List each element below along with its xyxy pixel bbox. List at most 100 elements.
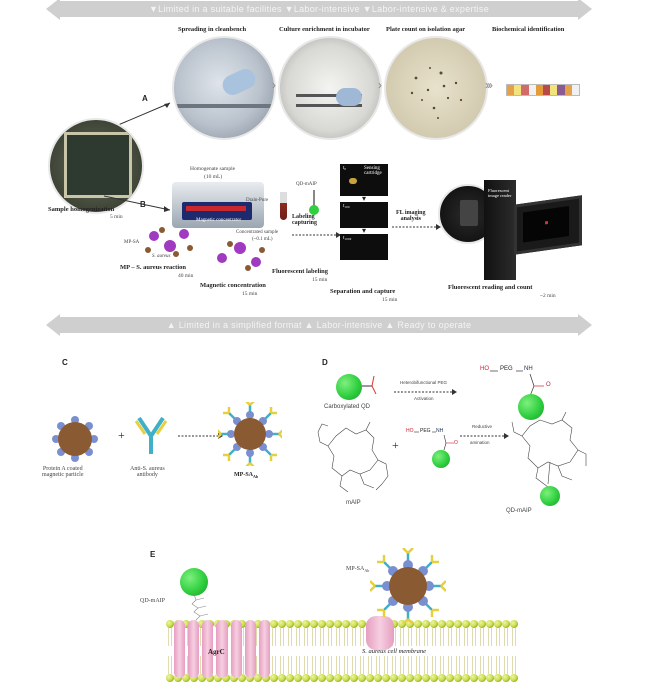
panel-e-peptide (191, 594, 209, 621)
qd-drop-green (309, 205, 319, 215)
agrc-receptor (174, 620, 270, 678)
lipid-head (470, 620, 478, 628)
lipid-head (486, 620, 494, 628)
chevron-down-icon: ▾ (362, 194, 367, 203)
fluorescent-labeling-time: 15 min (312, 277, 328, 283)
lipid-head (454, 620, 462, 628)
reaction-time: 40 min (178, 273, 194, 279)
panel-e-mp-sub: Ab (364, 568, 370, 574)
lipid-head (414, 674, 422, 682)
lipid-head (166, 620, 174, 628)
panel-c-plus: + (118, 428, 125, 442)
lipid-head (358, 620, 366, 628)
reader-screen (514, 195, 582, 255)
cartridge-t1-label: t₁₀₀ (343, 204, 350, 209)
lipid-head (270, 620, 278, 628)
lipid-head (438, 620, 446, 628)
reader-screen-dot (545, 221, 548, 225)
antibody-icon (134, 416, 168, 454)
panel-e-mp-text: MP-SA (346, 566, 365, 572)
colony-dots (410, 67, 463, 119)
lipid-head (430, 674, 438, 682)
chevron-right-icon: ››› (485, 78, 493, 92)
membrane-label: S. aureus cell membrane (362, 648, 427, 655)
lipid-head (294, 674, 302, 682)
reader-tower (484, 180, 516, 280)
peg-peg: PEG (500, 366, 513, 372)
qd-maip-structure (511, 412, 587, 491)
carboxyl-group (362, 375, 377, 395)
chevron-right-icon: › (378, 78, 382, 92)
cartridge-frame-2 (340, 202, 388, 228)
incubator-photo (278, 36, 382, 140)
panel-a-step4-title: Biochemical identification (492, 26, 565, 33)
lipid-head (502, 674, 510, 682)
peg-o: O (546, 382, 551, 388)
panel-d-letter: D (322, 358, 328, 367)
chevron-down-icon: ▾ (362, 226, 367, 235)
carboxylated-label: Carboxylated QD (324, 404, 371, 410)
reader-slot-shape (460, 200, 478, 226)
magnetic-concentrator-photo (172, 182, 264, 228)
maip-label: mAIP (346, 500, 361, 506)
separation-time: 15 min (382, 297, 398, 303)
protein-a-particle (52, 416, 98, 462)
top-bar: ▼Limited in a suitable facilities ▼Labor… (60, 1, 578, 17)
lipid-head (414, 620, 422, 628)
reductive-arrow (460, 433, 509, 439)
lipid-head (502, 620, 510, 628)
drain-pure-label: Drain-Pure (246, 198, 269, 203)
homogenization-title: Sample homogenization (48, 206, 115, 213)
lipid-head (302, 620, 310, 628)
bench-edge-shape (174, 104, 274, 108)
cartridge-t0-label: t₀ (343, 166, 347, 171)
reagent-nh: NH (436, 428, 444, 434)
panel-a-step1-title: Spreading in cleanbench (178, 26, 247, 33)
lipid-head (422, 674, 430, 682)
lipid-head (270, 674, 278, 682)
reagent-peg: PEG (420, 428, 431, 434)
peg-nh: NH (524, 366, 533, 372)
homogenate-volume: (10 mL) (204, 174, 223, 180)
mp-sa-product-label: MP-SAAb (234, 472, 258, 479)
lipid-head (478, 620, 486, 628)
peg-line1: Heterobifunctional PEG (400, 380, 448, 385)
cartridge-t2-label: t₁₀₀₀ (343, 236, 352, 241)
lipid-head (310, 674, 318, 682)
reagent-ho: HO (406, 428, 414, 434)
lipid-head (342, 674, 350, 682)
lipid-head (446, 620, 454, 628)
top-bar-right-arrow (578, 0, 592, 20)
mp-sa-ab-product (218, 402, 282, 466)
mp-sa-reaction-cluster (145, 227, 193, 257)
lipid-head (326, 674, 334, 682)
chevron-right-icon: › (272, 78, 276, 92)
lipid-head (486, 674, 494, 682)
incubator-glove-shape (336, 88, 362, 106)
concentrated-sample-volume: (~0.1 mL) (252, 237, 273, 242)
agrc-label: AgrC (208, 648, 225, 656)
concentrated-tube (280, 192, 287, 220)
panel-e-qd-label: QD-mAIP (140, 598, 165, 604)
maip-structure (317, 421, 389, 493)
sensing-cartridge-label: Sensing cartridge (364, 166, 382, 176)
lipid-head (318, 620, 326, 628)
magnetic-time: 15 min (242, 291, 258, 297)
lipid-head (166, 674, 174, 682)
magnet-concentrator-label: Magnetic concentrator (196, 218, 242, 223)
lipid-head (318, 674, 326, 682)
panel-a-step2-title: Culture enrichment in incubator (279, 26, 370, 33)
labeling-capturing-label: Labeling capturing (292, 214, 318, 226)
homogenate-label: Homogenate sample (190, 166, 236, 172)
mp-sa-product-sub: Ab (253, 474, 259, 480)
fl-imaging-arrow (392, 224, 441, 230)
homogenization-time: 5 min (110, 214, 123, 220)
flow-arrow-b (103, 195, 171, 212)
panel-a-step3-title: Plate count on isolation agar (386, 26, 466, 33)
magnetic-title: Magnetic concentration (200, 282, 266, 289)
lipid-head (350, 620, 358, 628)
dropper-stem (313, 190, 315, 206)
lipid-head (342, 620, 350, 628)
lipid-head (462, 620, 470, 628)
